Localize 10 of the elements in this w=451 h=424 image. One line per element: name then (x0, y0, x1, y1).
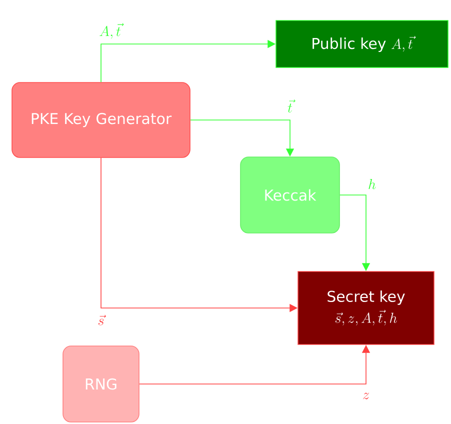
edge-label: $\vec{t}$ (288, 100, 296, 113)
edge-label: $z$ (363, 392, 370, 400)
edge-label: $A,\vec{t}$ (100, 23, 124, 39)
output-box: Secret key $\vec{s},z,A,\vec{t},h$ (298, 271, 434, 345)
edge-label: $\vec{s}$ (98, 314, 106, 326)
edge-label: $h$ (368, 179, 376, 190)
process-box: Keccak (240, 156, 340, 234)
output-box: Public key $A,\vec{t}$ (276, 20, 448, 68)
process-box: RNG (62, 346, 140, 422)
process-box: PKE Key Generator (12, 82, 190, 158)
